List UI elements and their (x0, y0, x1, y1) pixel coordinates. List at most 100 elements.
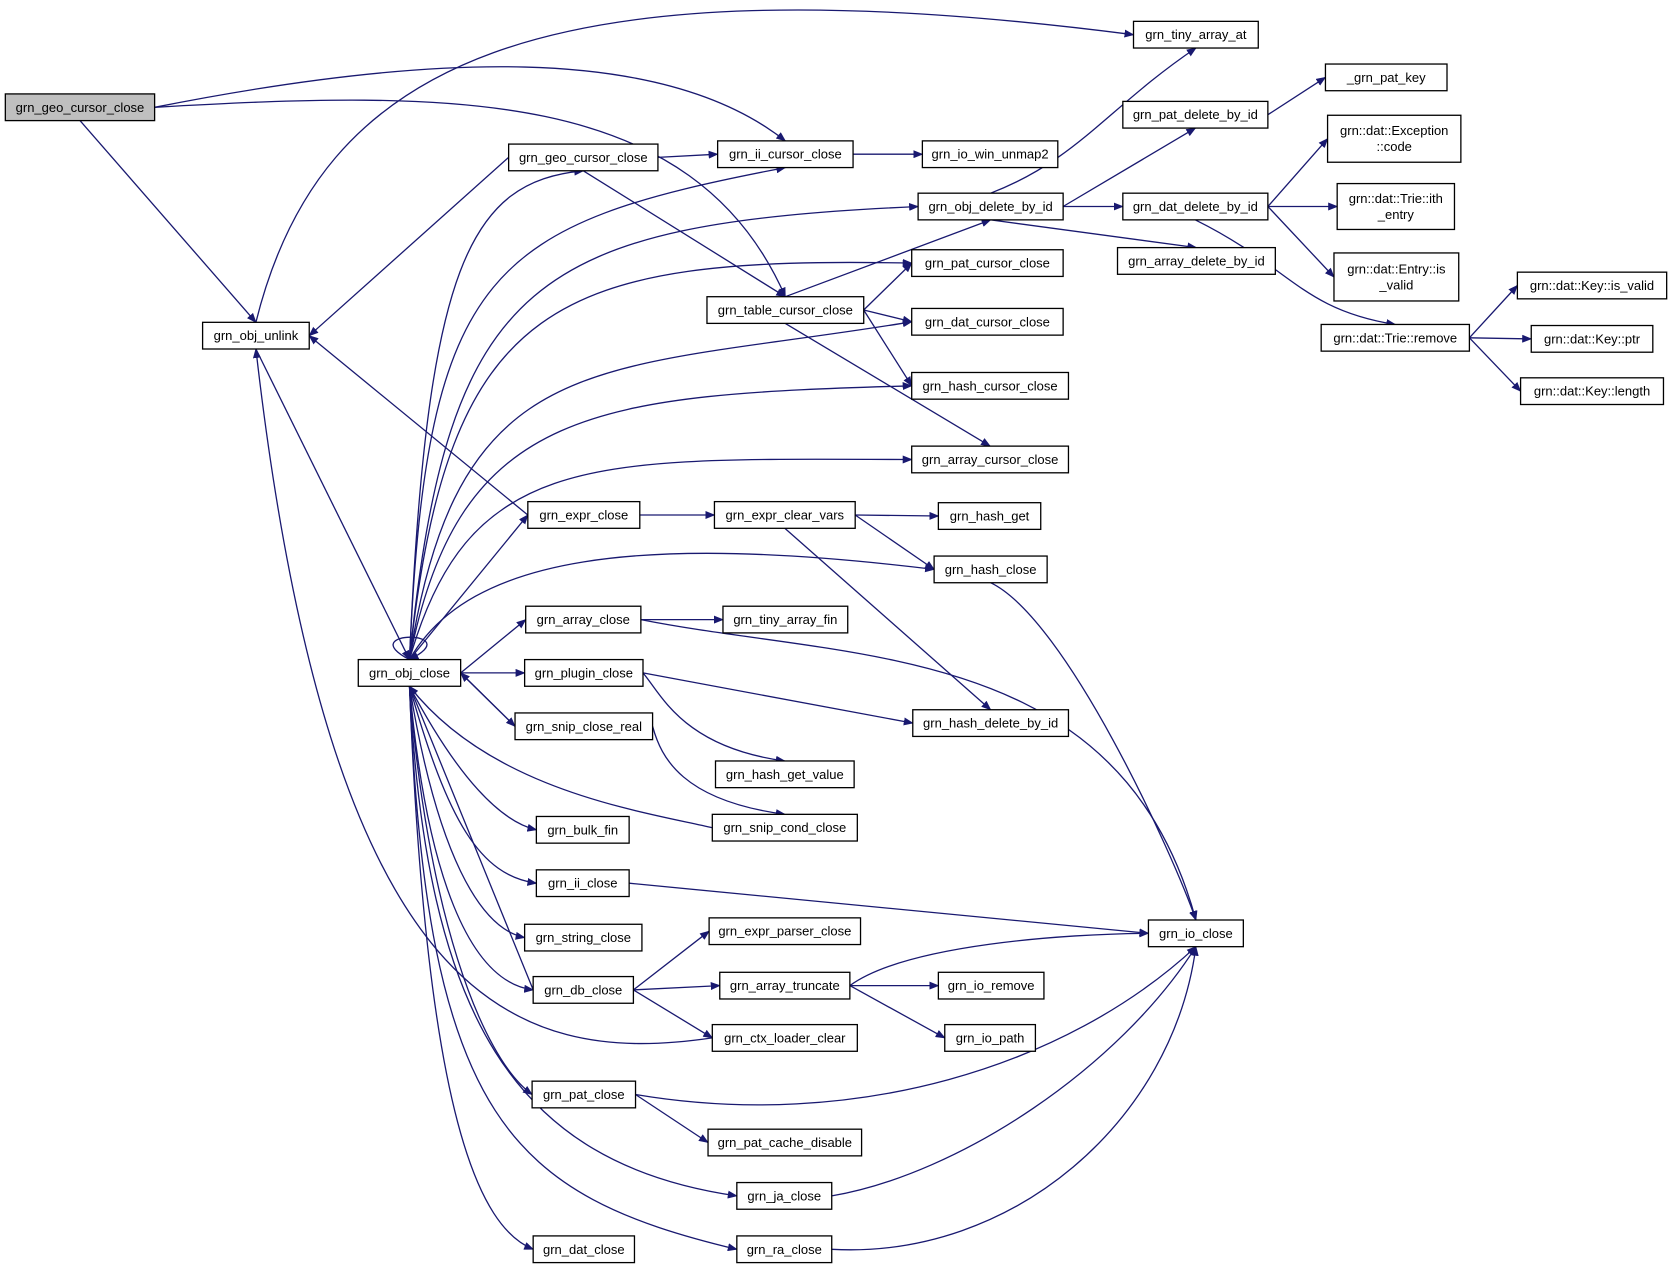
node-label: grn::dat::Exception (1340, 123, 1448, 138)
node-key-is-valid[interactable]: grn::dat::Key::is_valid (1516, 271, 1668, 300)
edge-expr-close-to-obj-unlink (308, 335, 529, 516)
edge-obj-close-to-array-cursor-close (408, 455, 913, 660)
node-label: grn_hash_delete_by_id (923, 716, 1058, 731)
node-snip-close-real[interactable]: grn_snip_close_real (514, 712, 654, 741)
node-trie-ith-entry[interactable]: grn::dat::Trie::ith_entry (1336, 182, 1456, 231)
node-box (1530, 324, 1654, 353)
node-array-delete-by-id[interactable]: grn_array_delete_by_id (1116, 246, 1276, 275)
edge-obj-close-to-pat-close (408, 686, 533, 1096)
edge-trie-remove-to-key-length (1468, 337, 1522, 392)
node-pat-cursor-close[interactable]: grn_pat_cursor_close (911, 249, 1064, 278)
node-expr-clear-vars[interactable]: grn_expr_clear_vars (713, 500, 856, 529)
node-label: grn::dat::Trie::remove (1333, 330, 1457, 345)
node-io-remove[interactable]: grn_io_remove (937, 971, 1045, 1000)
node-label: _entry (1377, 207, 1415, 222)
edge-obj-delete-by-id-to-tiny-array-at (990, 47, 1197, 194)
edge-obj-close-to-geo-cursor-close (408, 167, 585, 660)
node-label: grn_db_close (544, 982, 622, 997)
node-tiny-array-at[interactable]: grn_tiny_array_at (1132, 20, 1259, 49)
node-label: grn_geo_cursor_close (16, 100, 145, 115)
edge-obj-unlink-to-tiny-array-at (255, 9, 1135, 323)
node-label: _grn_pat_key (1346, 70, 1426, 85)
node-pat-key[interactable]: _grn_pat_key (1324, 63, 1448, 92)
edge-geo-cursor-close-to-ii-cursor-close (657, 150, 719, 159)
node-label: grn_obj_close (369, 665, 450, 680)
node-dat-delete-by-id[interactable]: grn_dat_delete_by_id (1122, 192, 1269, 221)
node-label: grn_io_remove (948, 978, 1035, 993)
node-string-close[interactable]: grn_string_close (523, 923, 643, 952)
node-geo-cursor-close[interactable]: grn_geo_cursor_close (507, 143, 659, 172)
edge-plugin-close-to-hash-delete-by-id (642, 672, 914, 726)
node-label: grn_bulk_fin (547, 822, 618, 837)
node-array-close[interactable]: grn_array_close (525, 605, 642, 634)
node-key-ptr[interactable]: grn::dat::Key::ptr (1530, 324, 1654, 353)
edge-obj-close-to-ii-cursor-close (408, 165, 787, 660)
node-label: grn_ii_close (548, 876, 617, 891)
node-expr-close[interactable]: grn_expr_close (527, 500, 641, 529)
node-trie-remove[interactable]: grn::dat::Trie::remove (1320, 323, 1471, 352)
node-label: grn_hash_close (945, 562, 1037, 577)
node-box (708, 917, 862, 946)
node-ja-close[interactable]: grn_ja_close (736, 1181, 833, 1210)
node-box (911, 307, 1064, 336)
node-pat-close[interactable]: grn_pat_close (531, 1080, 637, 1109)
node-ii-close[interactable]: grn_ii_close (535, 869, 630, 898)
node-label: grn_plugin_close (535, 665, 633, 680)
node-label: grn_dat_delete_by_id (1133, 199, 1258, 214)
node-hash-cursor-close[interactable]: grn_hash_cursor_close (911, 371, 1070, 400)
edge-snip-close-real-to-obj-close (459, 672, 516, 727)
node-ra-close[interactable]: grn_ra_close (736, 1235, 833, 1264)
node-dat-close[interactable]: grn_dat_close (532, 1235, 636, 1264)
node-box (1326, 114, 1462, 163)
node-pat-cache-disable[interactable]: grn_pat_cache_disable (707, 1128, 863, 1157)
node-io-win-unmap2[interactable]: grn_io_win_unmap2 (921, 140, 1059, 169)
node-label: grn_obj_unlink (214, 328, 299, 343)
node-label: grn_dat_cursor_close (925, 314, 1050, 329)
edge-obj-unlink-to-obj-close (255, 348, 411, 661)
edge-dat-delete-by-id-to-entry-is-valid (1267, 206, 1335, 278)
edge-obj-close-to-expr-close (408, 514, 529, 661)
edge-hash-close-to-io-close (990, 582, 1197, 921)
node-hash-get-value[interactable]: grn_hash_get_value (714, 760, 855, 789)
edge-pat-delete-by-id-to-pat-key (1267, 76, 1327, 116)
node-ctx-loader-clear[interactable]: grn_ctx_loader_clear (711, 1023, 858, 1052)
node-box (722, 605, 849, 634)
node-label: grn_io_win_unmap2 (932, 147, 1049, 162)
node-label: grn_io_path (956, 1030, 1025, 1045)
edge-obj-close-to-hash-cursor-close (408, 382, 913, 660)
node-tiny-array-fin[interactable]: grn_tiny_array_fin (722, 605, 849, 634)
node-array-cursor-close[interactable]: grn_array_cursor_close (911, 445, 1070, 474)
node-box (944, 1023, 1037, 1052)
node-hash-close[interactable]: grn_hash_close (933, 555, 1048, 584)
node-entry-is-valid[interactable]: grn::dat::Entry::is_valid (1333, 252, 1460, 302)
node-key-length[interactable]: grn::dat::Key::length (1519, 377, 1665, 406)
edge-obj-close-to-dat-cursor-close (408, 319, 913, 660)
node-bulk-fin[interactable]: grn_bulk_fin (535, 815, 630, 844)
node-plugin-close[interactable]: grn_plugin_close (523, 658, 644, 687)
node-root[interactable]: grn_geo_cursor_close (4, 93, 156, 122)
node-label: grn_table_cursor_close (718, 303, 853, 318)
node-obj-close[interactable]: grn_obj_close (357, 658, 462, 687)
node-table-cursor-close[interactable]: grn_table_cursor_close (706, 296, 865, 325)
edge-table-cursor-close-to-obj-delete-by-id (785, 219, 992, 298)
edge-pat-close-to-io-close (635, 946, 1197, 1106)
node-hash-get[interactable]: grn_hash_get (937, 502, 1042, 531)
node-expr-parser-close[interactable]: grn_expr_parser_close (708, 917, 862, 946)
node-snip-cond-close[interactable]: grn_snip_cond_close (711, 813, 858, 842)
node-io-close[interactable]: grn_io_close (1147, 919, 1244, 948)
node-hash-delete-by-id[interactable]: grn_hash_delete_by_id (912, 709, 1070, 738)
node-label: _valid (1378, 277, 1413, 292)
node-dat-cursor-close[interactable]: grn_dat_cursor_close (911, 307, 1064, 336)
node-obj-unlink[interactable]: grn_obj_unlink (201, 321, 310, 350)
node-pat-delete-by-id[interactable]: grn_pat_delete_by_id (1122, 100, 1269, 129)
node-io-path[interactable]: grn_io_path (944, 1023, 1037, 1052)
node-label: grn_snip_cond_close (723, 820, 846, 835)
edge-expr-clear-vars-to-hash-delete-by-id (784, 527, 992, 711)
node-array-truncate[interactable]: grn_array_truncate (719, 971, 851, 1000)
node-box (1116, 246, 1276, 275)
node-db-close[interactable]: grn_db_close (532, 975, 635, 1004)
node-exception-code[interactable]: grn::dat::Exception::code (1326, 114, 1462, 163)
node-box (525, 605, 642, 634)
node-ii-cursor-close[interactable]: grn_ii_cursor_close (716, 140, 854, 169)
node-obj-delete-by-id[interactable]: grn_obj_delete_by_id (917, 192, 1064, 221)
